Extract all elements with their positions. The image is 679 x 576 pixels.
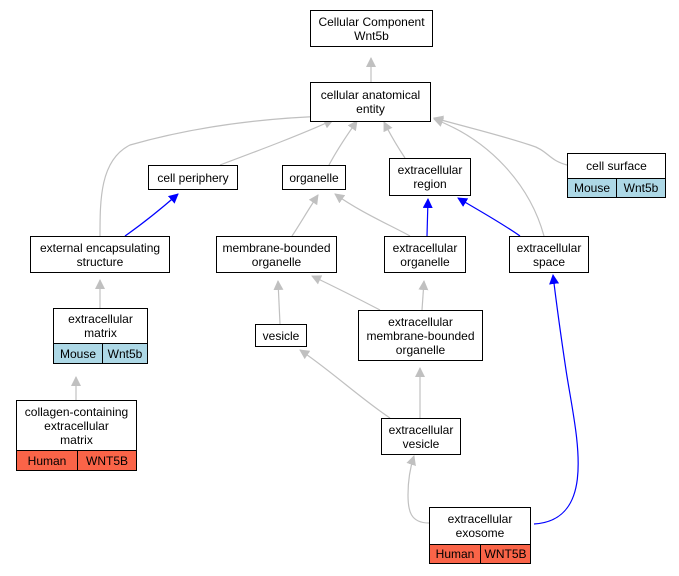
ecm-gene-tag: Wnt5b	[102, 343, 148, 364]
edge-cellsurface-cae	[433, 115, 568, 166]
node-extracellular-membrane-bounded-organelle: extracellular membrane-bounded organelle	[358, 310, 483, 361]
edge-mbo-organelle	[291, 194, 319, 237]
node-extracellular-vesicle: extracellular vesicle	[381, 418, 461, 455]
edge-extspace-extregion	[457, 197, 521, 237]
collagen-gene-tag: WNT5B	[77, 450, 137, 471]
node-organelle: organelle	[282, 165, 346, 190]
node-extracellular-region: extracellular region	[389, 158, 471, 196]
edge-exosome-extvesicle	[406, 455, 430, 524]
cell-surface-gene-tag: Wnt5b	[616, 178, 666, 198]
node-extracellular-space: extracellular space	[509, 236, 589, 273]
edge-extspace-cae	[433, 117, 545, 237]
edge-extorganelle-extregion	[422, 198, 433, 237]
edge-extmbo-mbo	[311, 275, 381, 311]
edge-exosome-extspace	[533, 274, 579, 525]
collagen-organism-tag: Human	[16, 450, 78, 471]
edge-extencap-cae	[99, 111, 329, 237]
cell-surface-organism-tag: Mouse	[567, 178, 617, 198]
node-extracellular-exosome: extracellular exosome	[429, 507, 531, 545]
edge-cellperiphery-cae	[219, 119, 334, 166]
exosome-gene-tag: WNT5B	[480, 544, 531, 564]
node-cellular-anatomical-entity: cellular anatomical entity	[310, 82, 431, 122]
edge-vesicle-mbo	[273, 280, 284, 325]
node-cell-periphery: cell periphery	[148, 165, 238, 190]
edge-extmbo-extorganelle	[418, 280, 429, 311]
node-cell-surface: cell surface	[567, 153, 666, 179]
edge-extorganelle-organelle	[334, 193, 411, 237]
node-extracellular-organelle: extracellular organelle	[384, 236, 466, 273]
node-cellular-component: Cellular Component Wnt5b	[310, 10, 433, 47]
node-extracellular-matrix: extracellular matrix	[53, 308, 148, 344]
edge-extregion-cae	[383, 121, 406, 159]
node-vesicle: vesicle	[255, 324, 307, 347]
exosome-organism-tag: Human	[429, 544, 481, 564]
edge-organelle-cae	[328, 120, 358, 166]
edge-extencap-cellperiphery	[124, 193, 179, 237]
node-membrane-bounded-organelle: membrane-bounded organelle	[216, 236, 337, 273]
node-collagen-containing-extracellular-matrix: collagen-containing extracellular matrix	[16, 400, 137, 451]
edge-extvesicle-vesicle	[299, 349, 391, 419]
node-external-encapsulating-structure: external encapsulating structure	[30, 236, 170, 273]
ecm-organism-tag: Mouse	[53, 343, 103, 364]
